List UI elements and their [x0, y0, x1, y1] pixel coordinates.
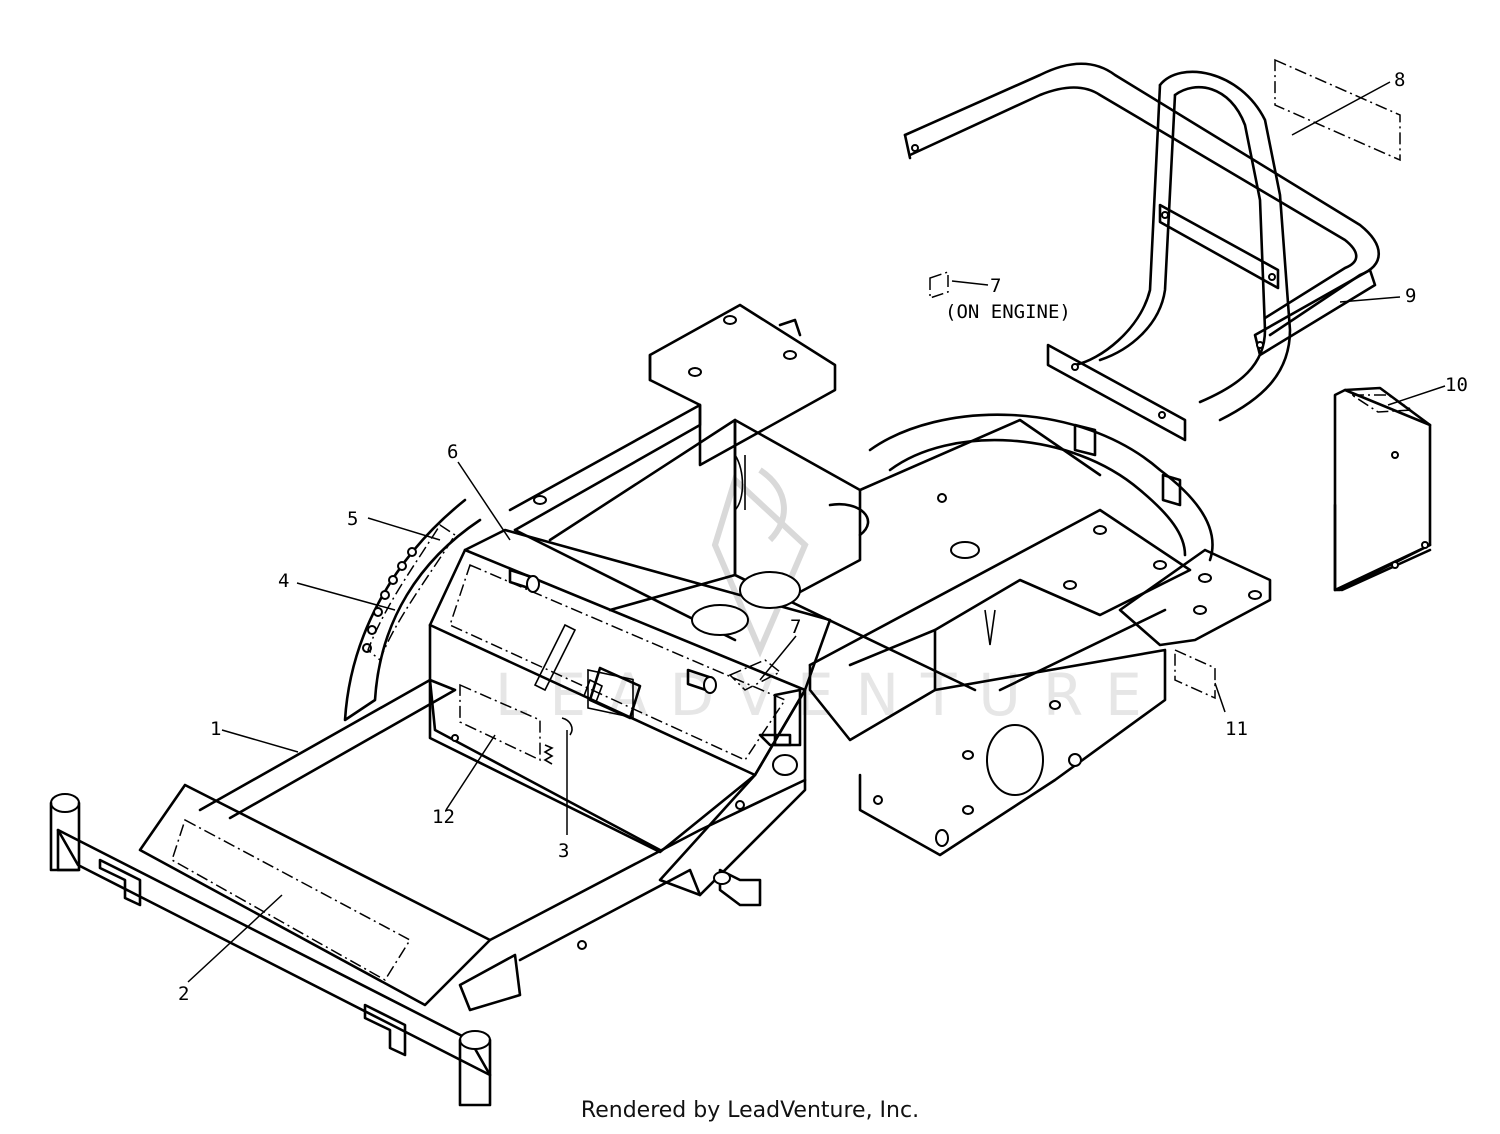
watermark-logo [711, 467, 809, 658]
decal-7-engine [929, 270, 949, 300]
main-frame [49, 303, 1272, 1107]
part-10-shield [1333, 386, 1432, 592]
decal-5 [367, 523, 457, 662]
callout-3: 3 [558, 840, 569, 862]
callout-1: 1 [210, 718, 221, 740]
decal-7 [728, 659, 782, 691]
callout-2: 2 [178, 983, 189, 1005]
callout-5: 5 [347, 508, 358, 530]
callout-6: 6 [447, 441, 458, 463]
callout-11: 11 [1225, 718, 1248, 740]
callout-12: 12 [432, 806, 455, 828]
callouts: 1 2 3 4 5 6 7 7 8 9 10 11 12 (ON ENGINE) [178, 69, 1468, 1005]
callout-7-engine: 7 [990, 275, 1001, 297]
decal-8 [1274, 58, 1401, 162]
leader-lines [187, 81, 1446, 983]
roll-bar [903, 62, 1380, 442]
callout-8: 8 [1394, 69, 1405, 91]
decal-11 [1174, 648, 1216, 700]
callout-7-rail: 7 [790, 616, 801, 638]
part-3-spring [543, 717, 573, 765]
callout-9: 9 [1405, 285, 1416, 307]
decal-12 [459, 683, 541, 762]
on-engine-note: (ON ENGINE) [945, 301, 1071, 323]
footer-credit: Rendered by LeadVenture, Inc. [580, 1098, 920, 1123]
callout-4: 4 [278, 570, 289, 592]
decal-10 [1349, 394, 1415, 413]
callout-10: 10 [1445, 374, 1468, 396]
